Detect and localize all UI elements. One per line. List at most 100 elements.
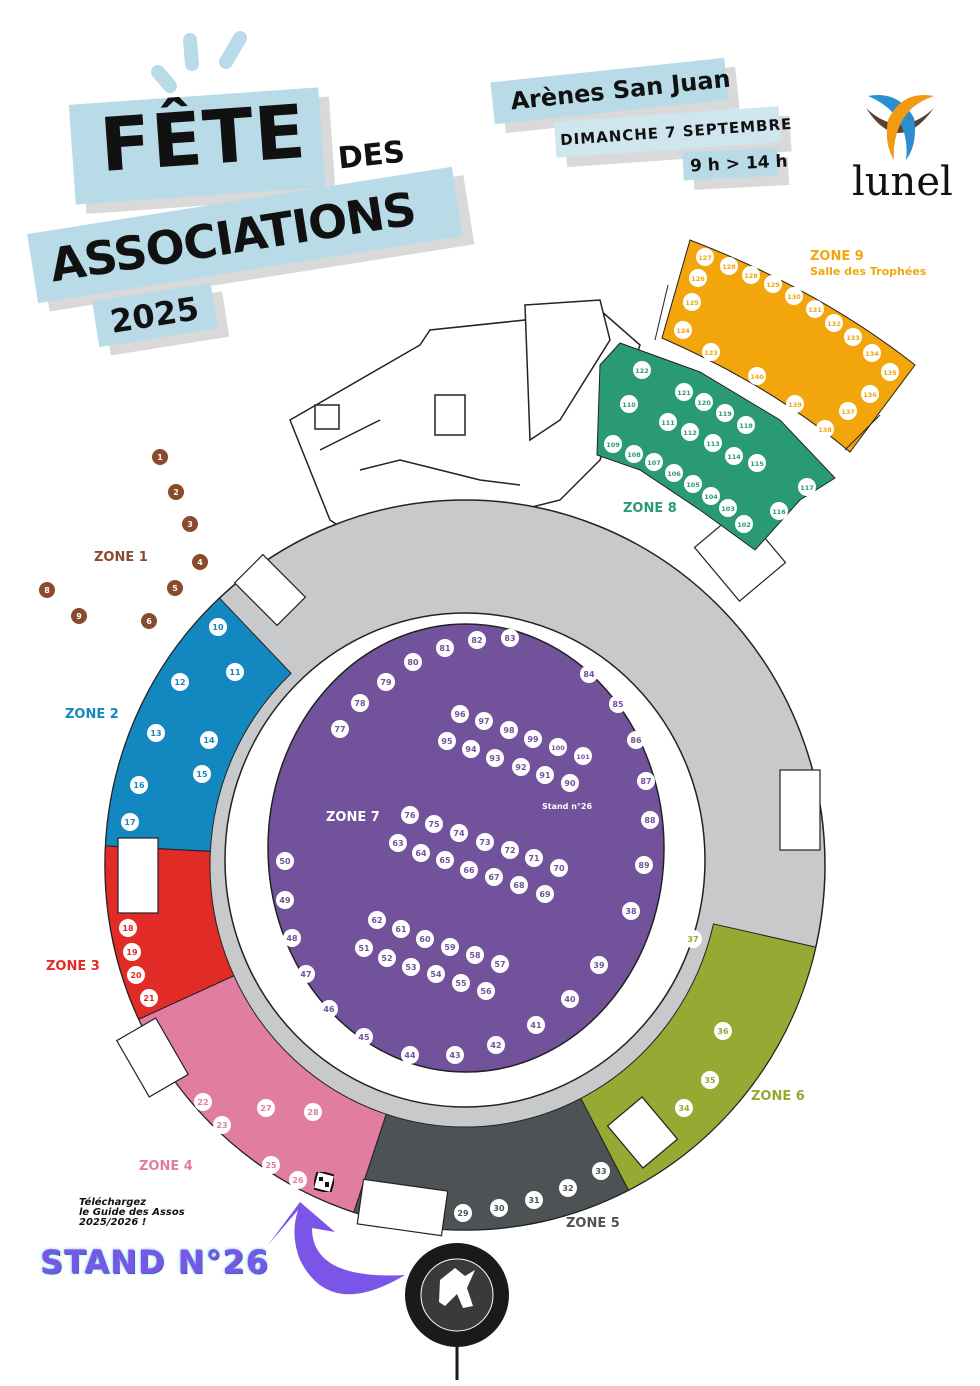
stand-87[interactable]: 87 — [637, 772, 655, 790]
stand-67[interactable]: 67 — [485, 868, 503, 886]
stand-25[interactable]: 25 — [262, 1156, 280, 1174]
stand-61[interactable]: 61 — [392, 920, 410, 938]
stand-4[interactable]: 4 — [192, 554, 208, 570]
qr-code-icon[interactable] — [314, 1172, 334, 1192]
stand-96[interactable]: 96 — [451, 705, 469, 723]
stand-56[interactable]: 56 — [477, 982, 495, 1000]
stand-109[interactable]: 109 — [604, 435, 622, 453]
stand-78[interactable]: 78 — [351, 694, 369, 712]
stand-70[interactable]: 70 — [550, 859, 568, 877]
stand-60[interactable]: 60 — [416, 930, 434, 948]
stand-51[interactable]: 51 — [355, 939, 373, 957]
stand-50[interactable]: 50 — [276, 852, 294, 870]
stand-85[interactable]: 85 — [609, 695, 627, 713]
stand-121[interactable]: 121 — [675, 383, 693, 401]
stand-83[interactable]: 83 — [501, 629, 519, 647]
stand-5[interactable]: 5 — [167, 580, 183, 596]
stand-127[interactable]: 127 — [696, 248, 714, 266]
stand-26[interactable]: 26 — [289, 1171, 307, 1189]
stand-23[interactable]: 23 — [213, 1116, 231, 1134]
stand-133[interactable]: 133 — [844, 328, 862, 346]
stand-123[interactable]: 123 — [702, 343, 720, 361]
stand-48[interactable]: 48 — [283, 929, 301, 947]
stand-118[interactable]: 118 — [737, 416, 755, 434]
stand-34[interactable]: 34 — [675, 1099, 693, 1117]
stand-77[interactable]: 77 — [331, 720, 349, 738]
stand-131[interactable]: 131 — [806, 300, 824, 318]
stand-14[interactable]: 14 — [200, 731, 218, 749]
stand-58[interactable]: 58 — [466, 946, 484, 964]
stand-40[interactable]: 40 — [561, 990, 579, 1008]
stand-137[interactable]: 137 — [839, 402, 857, 420]
stand-11[interactable]: 11 — [226, 663, 244, 681]
stand-98[interactable]: 98 — [500, 721, 518, 739]
stand-39[interactable]: 39 — [590, 956, 608, 974]
stand-54[interactable]: 54 — [427, 965, 445, 983]
stand-6[interactable]: 6 — [141, 613, 157, 629]
stand-32[interactable]: 32 — [559, 1179, 577, 1197]
stand-1[interactable]: 1 — [152, 449, 168, 465]
stand-81[interactable]: 81 — [436, 639, 454, 657]
stand-2[interactable]: 2 — [168, 484, 184, 500]
stand-64[interactable]: 64 — [412, 844, 430, 862]
stand-136[interactable]: 136 — [861, 385, 879, 403]
stand-62[interactable]: 62 — [368, 911, 386, 929]
stand-82[interactable]: 82 — [468, 631, 486, 649]
stand-9[interactable]: 9 — [71, 608, 87, 624]
stand-69[interactable]: 69 — [536, 885, 554, 903]
stand-100[interactable]: 100 — [549, 738, 567, 756]
stand-107[interactable]: 107 — [645, 453, 663, 471]
stand-138[interactable]: 138 — [816, 420, 834, 438]
stand-80[interactable]: 80 — [404, 653, 422, 671]
stand-59[interactable]: 59 — [441, 938, 459, 956]
stand-16[interactable]: 16 — [130, 776, 148, 794]
stand-130[interactable]: 130 — [785, 287, 803, 305]
stand-47[interactable]: 47 — [297, 965, 315, 983]
stand-76[interactable]: 76 — [401, 806, 419, 824]
stand-30[interactable]: 30 — [490, 1199, 508, 1217]
stand-88[interactable]: 88 — [641, 811, 659, 829]
stand-114[interactable]: 114 — [725, 447, 743, 465]
stand-29[interactable]: 29 — [454, 1204, 472, 1222]
stand-12[interactable]: 12 — [171, 673, 189, 691]
stand-117[interactable]: 117 — [798, 478, 816, 496]
stand-57[interactable]: 57 — [491, 955, 509, 973]
stand-110[interactable]: 110 — [620, 395, 638, 413]
stand-13[interactable]: 13 — [147, 724, 165, 742]
stand-74[interactable]: 74 — [450, 824, 468, 842]
stand-17[interactable]: 17 — [121, 813, 139, 831]
stand-95[interactable]: 95 — [438, 732, 456, 750]
stand-129[interactable]: 129 — [764, 275, 782, 293]
stand-124[interactable]: 124 — [674, 321, 692, 339]
stand-132[interactable]: 132 — [825, 314, 843, 332]
stand-103[interactable]: 103 — [719, 499, 737, 517]
stand-8[interactable]: 8 — [39, 582, 55, 598]
stand-42[interactable]: 42 — [487, 1036, 505, 1054]
stand-10[interactable]: 10 — [209, 618, 227, 636]
stand-38[interactable]: 38 — [622, 902, 640, 920]
stand-128[interactable]: 128 — [742, 266, 760, 284]
stand-89[interactable]: 89 — [635, 856, 653, 874]
stand-71[interactable]: 71 — [525, 849, 543, 867]
stand-140[interactable]: 140 — [748, 367, 766, 385]
stand-86[interactable]: 86 — [627, 731, 645, 749]
stand-113[interactable]: 113 — [704, 434, 722, 452]
stand-122[interactable]: 122 — [633, 361, 651, 379]
stand-52[interactable]: 52 — [378, 949, 396, 967]
stand-63[interactable]: 63 — [389, 834, 407, 852]
stand-104[interactable]: 104 — [702, 487, 720, 505]
stand-135[interactable]: 135 — [881, 363, 899, 381]
stand-68[interactable]: 68 — [510, 876, 528, 894]
stand-126[interactable]: 126 — [689, 269, 707, 287]
stand-15[interactable]: 15 — [193, 765, 211, 783]
stand-111[interactable]: 111 — [659, 413, 677, 431]
stand-66[interactable]: 66 — [460, 861, 478, 879]
stand-27[interactable]: 27 — [257, 1099, 275, 1117]
stand-125[interactable]: 125 — [683, 293, 701, 311]
stand-45[interactable]: 45 — [355, 1028, 373, 1046]
stand-92[interactable]: 92 — [512, 758, 530, 776]
stand-139[interactable]: 139 — [786, 395, 804, 413]
stand-49[interactable]: 49 — [276, 891, 294, 909]
stand-79[interactable]: 79 — [377, 673, 395, 691]
download-guide-text[interactable]: Téléchargez le Guide des Assos 2025/2026… — [79, 1198, 185, 1228]
